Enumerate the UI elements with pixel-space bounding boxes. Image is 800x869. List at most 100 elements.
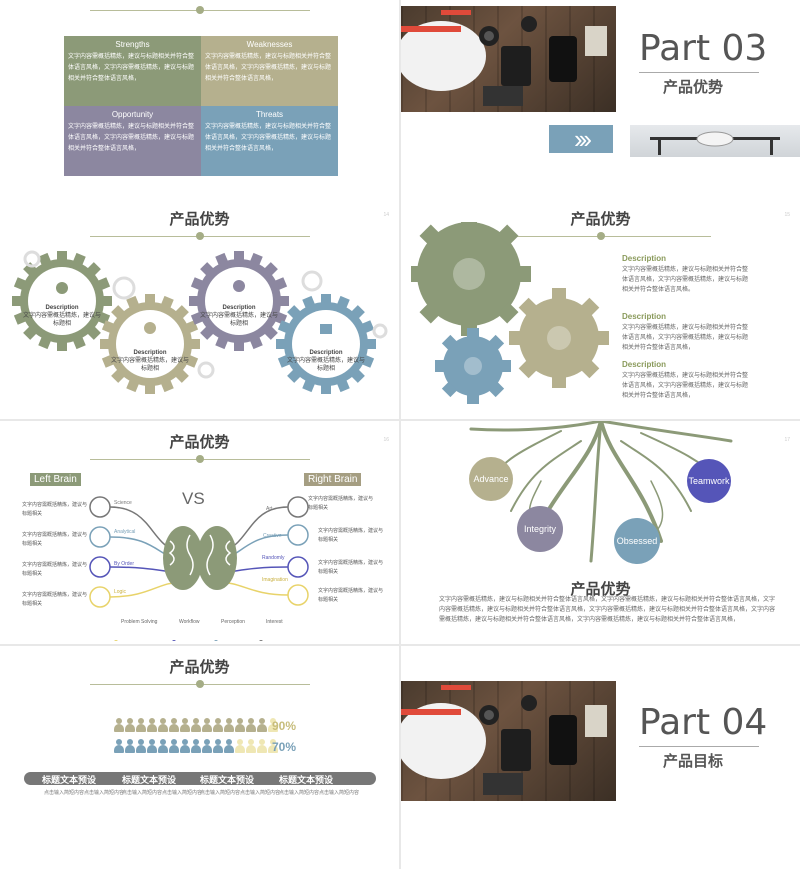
description-heading-1: Description bbox=[622, 254, 667, 263]
swot-strengths: Strengths 文字内容需概括精炼，建议与标题相关并符合整体语言风格，文字内… bbox=[64, 36, 201, 106]
person-icon bbox=[235, 718, 245, 732]
person-icon bbox=[268, 739, 278, 753]
right-brain-label: Right Brain bbox=[304, 473, 362, 486]
tag-analytical: Analytical bbox=[114, 529, 136, 535]
drone-illustration bbox=[401, 10, 607, 106]
person-icon bbox=[158, 739, 168, 753]
person-icon bbox=[180, 739, 190, 753]
gear-head: Description bbox=[45, 305, 79, 311]
brain-diagram bbox=[89, 496, 309, 641]
slide-body-text: 文字内容需概括精炼，建议与标题相关并符合整体语言风格，文字内容需概括精炼，建议与… bbox=[439, 597, 776, 623]
swot-weaknesses: Weaknesses 文字内容需概括精炼，建议与标题相关并符合整体语言风格，文字… bbox=[201, 36, 338, 106]
person-icon bbox=[213, 739, 223, 753]
next-arrows-button[interactable]: ››› bbox=[549, 125, 613, 153]
column-body-3: 点击输入简短内容点击输入简短内容 bbox=[200, 790, 281, 796]
gear-head: Description bbox=[133, 350, 167, 356]
tag-imagination: Imagination bbox=[262, 577, 288, 583]
person-icon bbox=[114, 739, 124, 753]
left-text-4: 文字内容需概括精炼，建议与标题相关 bbox=[22, 592, 88, 607]
slide-part03[interactable]: Part 03 产品优势 ››› bbox=[401, 0, 800, 223]
page-number: 15 bbox=[784, 212, 790, 218]
swot-title: Opportunity bbox=[111, 110, 154, 119]
column-body-2: 点击输入简短内容点击输入简短内容 bbox=[122, 790, 203, 796]
page-number: 17 bbox=[784, 437, 790, 443]
person-icon bbox=[147, 739, 157, 753]
column-header-4: 标题文本预设 bbox=[279, 776, 334, 786]
swot-body: 文字内容需概括精炼，建议与标题相关并符合整体语言风格，文字内容需概括精炼，建议与… bbox=[205, 124, 332, 152]
gear-body: 文字内容需概括精炼，建议与标题相 bbox=[110, 358, 189, 372]
swot-title: Strengths bbox=[115, 40, 150, 49]
swot-title: Weaknesses bbox=[246, 40, 293, 49]
tag-science: Science bbox=[114, 500, 132, 506]
part-label: Part 04 bbox=[639, 702, 768, 743]
gear-body: 文字内容需概括精炼，建议与标题相 bbox=[199, 313, 278, 327]
left-brain-label: Left Brain bbox=[30, 473, 81, 486]
drone-photo bbox=[401, 681, 616, 801]
page-number: 16 bbox=[383, 437, 389, 443]
person-icon bbox=[180, 718, 190, 732]
slide-people[interactable]: 产品优势 90% 70% 标题文本预设 标题文本预设 标题文本预设 标题文本预设… bbox=[0, 646, 399, 869]
bubble-advance: Advance bbox=[469, 457, 513, 501]
person-icon bbox=[114, 718, 124, 732]
swot-body: 文字内容需概括精炼，建议与标题相关并符合整体语言风格，文字内容需概括精炼，建议与… bbox=[68, 124, 195, 152]
person-icon bbox=[257, 739, 267, 753]
description-body-2: 文字内容需概括精炼，建议与标题相关并符合整体语言风格，文字内容需概括精炼，建议与… bbox=[622, 325, 749, 351]
slide-roots[interactable]: 17 Advance Integrity Obsessed Teamwork 产… bbox=[401, 421, 800, 644]
gear-body: 文字内容需概括精炼，建议与标题相 bbox=[286, 358, 365, 372]
person-icon bbox=[191, 718, 201, 732]
gear-description-1: Description 文字内容需概括精炼，建议与标题相 bbox=[22, 304, 102, 328]
slide-brain[interactable]: 产品优势 16 Left Brain Right Brain VS bbox=[0, 421, 399, 644]
person-icon bbox=[202, 718, 212, 732]
left-text-1: 文字内容需概括精炼，建议与标题相关 bbox=[22, 502, 88, 517]
bubble-integrity: Integrity bbox=[517, 506, 563, 552]
part-subtitle: 产品目标 bbox=[663, 752, 724, 770]
column-body-4: 点击输入简短内容点击输入简短内容 bbox=[279, 790, 360, 796]
roots-graphic bbox=[469, 421, 733, 563]
slide-title: 产品优势 bbox=[169, 210, 230, 228]
gear-description-2: Description 文字内容需概括精炼，建议与标题相 bbox=[110, 349, 190, 373]
person-icon bbox=[169, 739, 179, 753]
right-text-4: 文字内容需概括精炼，建议与标题相关 bbox=[318, 588, 384, 603]
column-header-3: 标题文本预设 bbox=[200, 776, 255, 786]
swot-threats: Threats 文字内容需概括精炼，建议与标题相关并符合整体语言风格，文字内容需… bbox=[201, 106, 338, 176]
people-row-2 bbox=[114, 739, 279, 758]
gear-head: Description bbox=[309, 350, 343, 356]
person-icon bbox=[125, 718, 135, 732]
description-heading-3: Description bbox=[622, 360, 667, 369]
tag-logic: Logic bbox=[114, 589, 126, 595]
legend-perception: Perception bbox=[221, 619, 245, 625]
part-divider bbox=[639, 746, 759, 747]
slide-part04[interactable]: Part 04 产品目标 bbox=[401, 646, 800, 869]
icon-gears-graphic bbox=[411, 222, 609, 404]
divider-dot bbox=[597, 232, 605, 240]
slide-swot[interactable]: Strengths 文字内容需概括精炼，建议与标题相关并符合整体语言风格，文字内… bbox=[0, 0, 399, 223]
column-body-1: 点击输入简短内容点击输入简短内容 bbox=[44, 790, 125, 796]
column-header-1: 标题文本预设 bbox=[42, 776, 97, 786]
person-icon bbox=[257, 718, 267, 732]
drone-banner-photo bbox=[630, 125, 800, 157]
slide-gears[interactable]: 产品优势 14 Descriptio bbox=[0, 196, 399, 419]
left-text-2: 文字内容需概括精炼，建议与标题相关 bbox=[22, 532, 88, 547]
swot-opportunity: Opportunity 文字内容需概括精炼，建议与标题相关并符合整体语言风格，文… bbox=[64, 106, 201, 176]
person-icon bbox=[224, 718, 234, 732]
column-header-2: 标题文本预设 bbox=[122, 776, 177, 786]
vs-label: VS bbox=[182, 489, 205, 508]
drone-photo bbox=[401, 6, 616, 112]
legend-workflow: Workflow bbox=[179, 619, 200, 625]
swot-body: 文字内容需概括精炼，建议与标题相关并符合整体语言风格，文字内容需概括精炼，建议与… bbox=[68, 54, 195, 82]
part-label: Part 03 bbox=[639, 28, 768, 69]
person-icon bbox=[158, 718, 168, 732]
person-icon bbox=[213, 718, 223, 732]
percent-label-2: 70% bbox=[272, 740, 297, 754]
person-icon bbox=[202, 739, 212, 753]
description-body-1: 文字内容需概括精炼，建议与标题相关并符合整体语言风格，文字内容需概括精炼，建议与… bbox=[622, 267, 749, 293]
person-icon bbox=[191, 739, 201, 753]
person-icon bbox=[246, 718, 256, 732]
person-icon bbox=[136, 739, 146, 753]
slide-title: 产品优势 bbox=[570, 210, 631, 228]
person-icon bbox=[224, 739, 234, 753]
part-divider bbox=[639, 72, 759, 73]
people-row-1 bbox=[114, 718, 279, 737]
gear-description-3: Description 文字内容需概括精炼，建议与标题相 bbox=[199, 304, 279, 328]
slide-icon-gears[interactable]: 产品优势 15 Description 文字内容需概 bbox=[401, 196, 800, 419]
